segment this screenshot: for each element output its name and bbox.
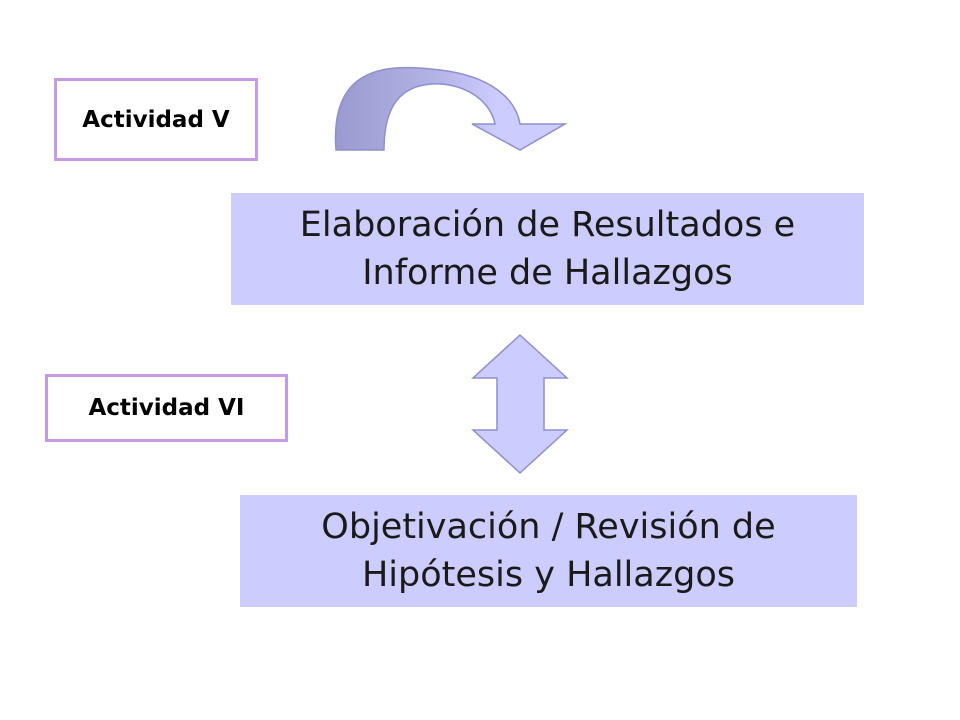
elaboracion-text: Elaboración de Resultados e Informe de H… (300, 201, 795, 297)
activity-vi-text: Actividad VI (88, 395, 245, 421)
activity-v-label: Actividad V (54, 78, 258, 161)
elaboracion-line-1: Elaboración de Resultados e (299, 205, 796, 245)
elaboracion-line-2: Informe de Hallazgos (362, 253, 733, 293)
activity-v-text: Actividad V (82, 106, 230, 133)
activity-vi-label: Actividad VI (45, 374, 288, 442)
elaboracion-box: Elaboración de Resultados e Informe de H… (231, 193, 864, 305)
objetivacion-text: Objetivación / Revisión de Hipótesis y H… (321, 503, 775, 599)
objetivacion-line-2: Hipótesis y Hallazgos (361, 555, 735, 595)
objetivacion-box: Objetivación / Revisión de Hipótesis y H… (240, 495, 857, 607)
objetivacion-line-1: Objetivación / Revisión de (321, 507, 776, 547)
